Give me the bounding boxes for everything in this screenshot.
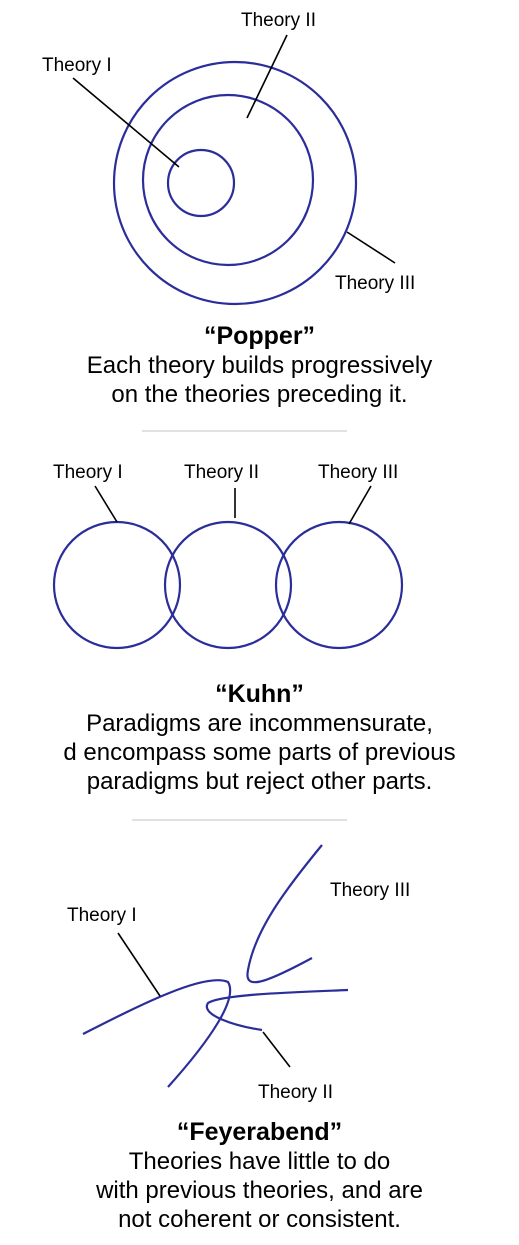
- feyerabend-theory2-label: Theory II: [258, 1082, 333, 1103]
- popper-theory2-label: Theory II: [241, 10, 316, 31]
- kuhn-caption: “Kuhn” Paradigms are incommensurate, d e…: [0, 680, 519, 796]
- feyerabend-title: “Feyerabend”: [176, 1118, 343, 1146]
- kuhn-caption-line: Paradigms are incommensurate,: [86, 710, 433, 737]
- kuhn-circle-1: [52, 520, 182, 650]
- popper-title: “Popper”: [203, 322, 316, 350]
- feyerabend-caption: “Feyerabend” Theories have little to do …: [0, 1118, 519, 1234]
- feyerabend-caption-line: not coherent or consistent.: [118, 1206, 401, 1233]
- popper-diagram: Theory I Theory II Theory III: [42, 10, 415, 306]
- popper-theory3-leader: [346, 231, 396, 264]
- feyerabend-theory1-label: Theory I: [67, 905, 137, 926]
- popper-caption: “Popper” Each theory builds progressivel…: [0, 322, 519, 409]
- feyerabend-theory1-leader: [117, 932, 161, 997]
- feyerabend-diagram: Theory I Theory II Theory III: [67, 844, 410, 1103]
- kuhn-title: “Kuhn”: [215, 680, 304, 708]
- kuhn-caption-line: d encompass some parts of previous: [63, 739, 456, 766]
- kuhn-circle-3: [274, 520, 404, 650]
- popper-caption-line: on the theories preceding it.: [111, 381, 408, 408]
- kuhn-theory1-leader: [94, 485, 118, 523]
- popper-theory3-label: Theory III: [335, 273, 415, 294]
- feyerabend-theory3-curve: [246, 844, 323, 984]
- popper-outer-circle: [112, 60, 358, 306]
- popper-inner-circle: [166, 148, 236, 218]
- kuhn-diagram: Theory I Theory II Theory III: [52, 462, 404, 650]
- feyerabend-caption-line: Theories have little to do: [128, 1148, 391, 1175]
- popper-middle-circle: [141, 93, 315, 267]
- kuhn-caption-line: paradigms but reject other parts.: [86, 768, 433, 795]
- feyerabend-theory2-leader: [262, 1031, 291, 1068]
- popper-caption-line: Each theory builds progressively: [86, 352, 433, 379]
- kuhn-theory2-label: Theory II: [184, 462, 259, 483]
- kuhn-theory1-label: Theory I: [53, 462, 123, 483]
- kuhn-theory3-label: Theory III: [318, 462, 398, 483]
- feyerabend-theory2-curve: [205, 988, 349, 1032]
- feyerabend-theory3-label: Theory III: [330, 880, 410, 901]
- popper-theory1-label: Theory I: [42, 55, 112, 76]
- feyerabend-caption-line: with previous theories, and are: [96, 1177, 423, 1204]
- feyerabend-theory1-curve: [82, 979, 232, 1088]
- popper-theory1-leader: [72, 77, 180, 168]
- kuhn-theory3-leader: [348, 485, 372, 525]
- kuhn-circle-2: [163, 520, 293, 650]
- popper-theory2-leader: [246, 34, 288, 119]
